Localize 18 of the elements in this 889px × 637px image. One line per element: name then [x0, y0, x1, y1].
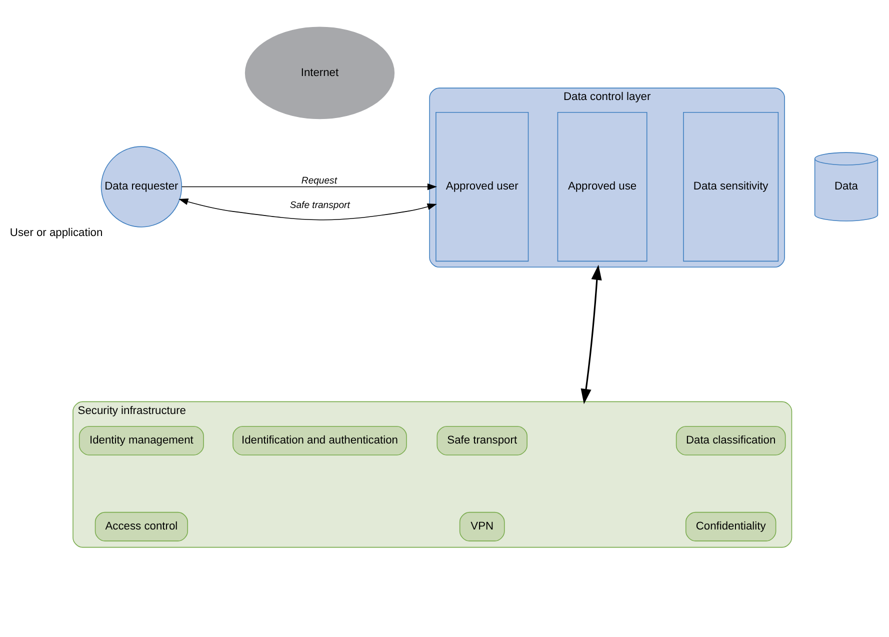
- edge-label: Request: [301, 175, 337, 186]
- edge-label: Safe transport: [290, 200, 350, 211]
- arrow: [580, 264, 602, 404]
- node-box: Safe transport: [436, 426, 528, 456]
- arrow: [178, 198, 437, 220]
- node-box: Identity management: [78, 426, 204, 456]
- node-box: Identification and authentication: [232, 426, 407, 456]
- node-box: Approved user: [436, 112, 529, 262]
- node-circle: Data requester: [100, 146, 182, 228]
- node-box: Access control: [94, 512, 188, 542]
- arrow: [181, 183, 438, 190]
- node-box: Data sensitivity: [683, 112, 779, 262]
- node-box: Data classification: [676, 426, 786, 456]
- node-box: Approved use: [557, 112, 648, 262]
- node-ellipse: Internet: [244, 26, 395, 120]
- node-box: Confidentiality: [685, 512, 776, 542]
- node-box: VPN: [459, 512, 505, 542]
- node-label: User or application: [10, 226, 103, 239]
